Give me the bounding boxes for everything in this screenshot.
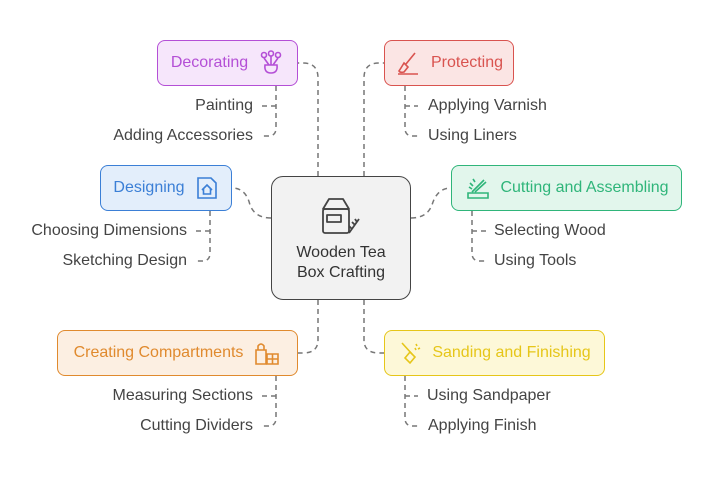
branch-decorating-label: Decorating: [170, 54, 249, 71]
boxes-icon: [253, 340, 281, 366]
flowers-icon: [258, 50, 284, 76]
branch-designing: Designing: [100, 165, 232, 211]
brush-icon: [395, 50, 421, 76]
sub-sketching-design: Sketching Design: [62, 252, 187, 269]
sub-using-sandpaper: Using Sandpaper: [427, 387, 551, 404]
central-topic: Wooden Tea Box Crafting: [271, 176, 411, 300]
branch-designing-label: Designing: [113, 179, 185, 196]
branch-protecting: Protecting: [384, 40, 514, 86]
sub-applying-varnish: Applying Varnish: [428, 97, 547, 114]
tea-box-icon: [322, 198, 360, 234]
sub-selecting-wood: Selecting Wood: [494, 222, 606, 239]
branch-compartments: Creating Compartments: [57, 330, 298, 376]
central-topic-title: Wooden Tea Box Crafting: [296, 244, 386, 281]
sub-cutting-dividers: Cutting Dividers: [140, 417, 253, 434]
branch-sanding: Sanding and Finishing: [384, 330, 605, 376]
branch-sanding-label: Sanding and Finishing: [432, 344, 591, 361]
house-plan-icon: [195, 175, 219, 201]
sub-choosing-dimensions: Choosing Dimensions: [31, 222, 187, 239]
sub-painting: Painting: [195, 97, 253, 114]
sub-adding-accessories: Adding Accessories: [113, 127, 253, 144]
branch-compartments-label: Creating Compartments: [73, 344, 244, 361]
sub-using-liners: Using Liners: [428, 127, 517, 144]
sub-applying-finish: Applying Finish: [428, 417, 537, 434]
branch-decorating: Decorating: [157, 40, 298, 86]
branch-protecting-label: Protecting: [430, 54, 504, 71]
sub-using-tools: Using Tools: [494, 252, 577, 269]
sub-measuring-sections: Measuring Sections: [112, 387, 253, 404]
branch-cutting: Cutting and Assembling: [451, 165, 682, 211]
sanding-brush-icon: [398, 340, 424, 366]
branch-cutting-label: Cutting and Assembling: [500, 179, 669, 196]
saw-icon: [464, 175, 492, 201]
